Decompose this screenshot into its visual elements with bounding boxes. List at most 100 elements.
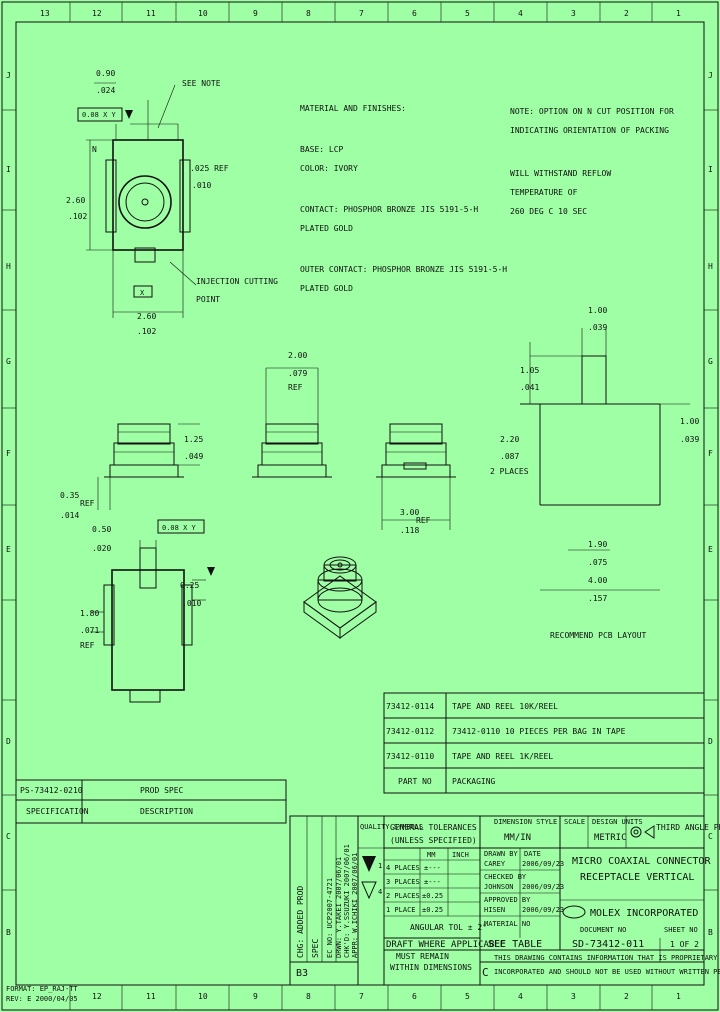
- flatness-label: 0.08 X Y: [82, 111, 117, 119]
- dim-bot-180-mm: 1.80: [80, 609, 99, 618]
- top-zone-4: 4: [518, 9, 523, 18]
- revision-line-4: DRWN: Y.TAKEI 2007/06/01: [335, 857, 343, 958]
- dim-width-mm: 2.60: [137, 312, 156, 321]
- bottom-zone-12: 12: [92, 992, 102, 1001]
- within-dimensions-note: WITHIN DIMENSIONS: [390, 963, 472, 972]
- base-material: BASE: LCP: [300, 145, 344, 154]
- dim-bot-025-mm: 0.25: [180, 581, 199, 590]
- dim-pcb-400-in: .157: [588, 594, 607, 603]
- unless-specified: (UNLESS SPECIFIED): [390, 836, 477, 845]
- part-row-1-desc: TAPE AND REEL 10K/REEL: [452, 702, 558, 711]
- top-zone-7: 7: [359, 9, 364, 18]
- see-note-label: SEE NOTE: [182, 79, 221, 88]
- part-row-1-no: 73412-0114: [386, 702, 434, 711]
- quality-sym-2: 4: [378, 888, 382, 896]
- row-c-right: C: [708, 832, 713, 841]
- pcb-layout-caption: RECOMMEND PCB LAYOUT: [550, 631, 647, 640]
- format-rev: REV: E 2000/04/05: [6, 995, 78, 1003]
- dim-bot-ref: REF: [80, 641, 95, 650]
- design-units-value: METRIC: [594, 833, 627, 843]
- contact-plating: PLATED GOLD: [300, 224, 353, 233]
- bottom-zone-9: 9: [253, 992, 258, 1001]
- revision-line-1: CHG: ADDED PROD: [296, 886, 305, 958]
- row-j-right: J: [708, 71, 713, 80]
- dim-bot-025-in: .010: [182, 599, 201, 608]
- date-value-1: 2006/09/23: [522, 860, 564, 868]
- parts-header-desc: PACKAGING: [452, 777, 496, 786]
- note-line-1: NOTE: OPTION ON N CUT POSITION FOR: [510, 107, 674, 116]
- reflow-line-2: TEMPERATURE OF: [510, 188, 578, 197]
- tol-1place-value: ±0.25: [422, 906, 443, 914]
- dim-pcb-100b-mm: 1.00: [680, 417, 699, 426]
- parts-header-no: PART NO: [398, 777, 432, 786]
- spec-header-no: SPECIFICATION: [26, 807, 89, 816]
- quality-sym-1: 1: [378, 862, 382, 870]
- row-h-left: H: [6, 262, 11, 271]
- side-view-middle: [252, 367, 332, 478]
- third-angle-icon: [630, 825, 655, 839]
- row-f-left: F: [6, 449, 11, 458]
- note-line-2: INDICATING ORIENTATION OF PACKING: [510, 126, 669, 135]
- dim-ref-035-in: .014: [60, 511, 79, 520]
- datum-x-frame: [133, 285, 153, 298]
- dim-width-in: .102: [137, 327, 156, 336]
- bottom-zone-7: 7: [359, 992, 364, 1001]
- row-d-right: D: [708, 737, 713, 746]
- datum-n: N: [92, 145, 97, 154]
- bottom-zone-6: 6: [412, 992, 417, 1001]
- scale-label: SCALE: [564, 818, 585, 826]
- dim-side-h-in: .049: [184, 452, 203, 461]
- drawn-value: CAREY: [484, 860, 506, 868]
- approved-label: APPROVED BY: [484, 896, 531, 904]
- top-zone-3: 3: [571, 9, 576, 18]
- dim-pcb-220-mm: 2.20: [500, 435, 519, 444]
- dim-ref-035-label: REF: [80, 499, 95, 508]
- molex-logo-icon: [562, 905, 586, 919]
- dim-mid-w-in: .079: [288, 369, 307, 378]
- bottom-zone-2: 2: [624, 992, 629, 1001]
- revision-block: [289, 815, 359, 986]
- tol-4places-value: ±---: [424, 864, 441, 872]
- outer-contact-plating: PLATED GOLD: [300, 284, 353, 293]
- reflow-line-3: 260 DEG C 10 SEC: [510, 207, 587, 216]
- parts-table: [383, 692, 705, 794]
- row-g-right: G: [708, 357, 713, 366]
- dim-style-label: DIMENSION STYLE: [494, 818, 557, 826]
- row-h-right: H: [708, 262, 713, 271]
- general-tolerances: GENERAL TOLERANCES: [390, 823, 477, 832]
- dim-pcb-190-in: .075: [588, 558, 607, 567]
- dim-ref-035-mm: 0.35: [60, 491, 79, 500]
- bot-flatness-frame: [157, 519, 205, 534]
- spec-table: [15, 779, 287, 824]
- dim-ref-025-in: .010: [192, 181, 211, 190]
- row-e-left: E: [6, 545, 11, 554]
- top-zone-11: 11: [146, 9, 156, 18]
- top-zone-5: 5: [465, 9, 470, 18]
- sheet-no-label: SHEET NO: [664, 926, 698, 934]
- material-no-label: MATERIAL NO: [484, 920, 530, 928]
- see-table-value: SEE TABLE: [488, 939, 542, 950]
- dim-right-w-mm: 3.00: [400, 508, 419, 517]
- revision-letter: B3: [296, 968, 308, 979]
- row-b-right: B: [708, 928, 713, 937]
- top-zone-bar: 13 12 11 10 9 8 7 6 5 4 3 2 1: [40, 2, 681, 22]
- dim-pcb-places: 2 PLACES: [490, 467, 529, 476]
- document-no-label: DOCUMENT NO: [580, 926, 626, 934]
- drawing-title-1: MICRO COAXIAL CONNECTOR: [572, 856, 711, 867]
- dim-mid-ref: REF: [288, 383, 303, 392]
- dim-height-in: .102: [68, 212, 87, 221]
- row-j-left: J: [6, 71, 11, 80]
- drawn-label: DRAWN BY: [484, 850, 519, 858]
- row-f-right: F: [708, 449, 713, 458]
- top-zone-2: 2: [624, 9, 629, 18]
- row-b-left: B: [6, 928, 11, 937]
- part-row-3-desc: TAPE AND REEL 1K/REEL: [452, 752, 553, 761]
- datum-x-label: X: [140, 289, 145, 297]
- dim-top-width-in: .024: [96, 86, 115, 95]
- dim-bot-050-mm: 0.50: [92, 525, 111, 534]
- part-row-2-no: 73412-0112: [386, 727, 434, 736]
- dim-pcb-220-in: .087: [500, 452, 519, 461]
- dim-bot-180-in: .071: [80, 626, 99, 635]
- bot-flatness-label: 0.08 X Y: [162, 524, 197, 532]
- bottom-zone-8: 8: [306, 992, 311, 1001]
